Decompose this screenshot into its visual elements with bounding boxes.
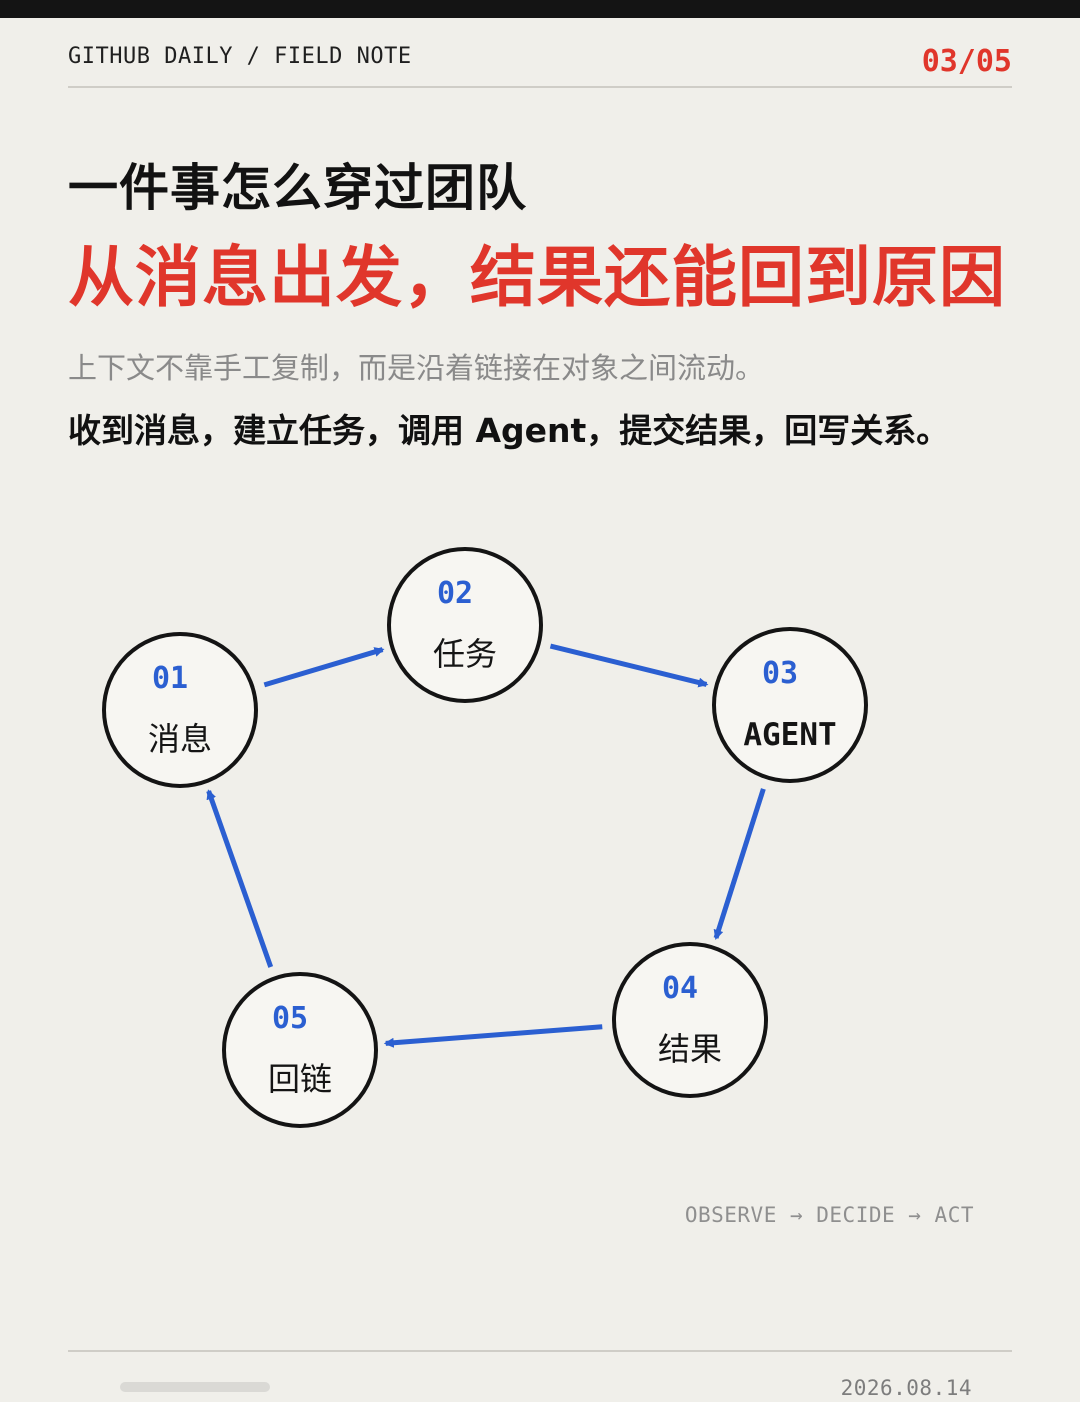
node-02: 02 任务: [387, 547, 543, 703]
top-bar: [0, 0, 1080, 18]
node-circle: [102, 632, 258, 788]
headline: 从消息出发，结果还能回到原因: [68, 239, 1006, 316]
node-circle: [712, 627, 868, 783]
subtitle: 上下文不靠手工复制，而是沿着链接在对象之间流动。: [68, 351, 765, 385]
arrow-04-to-05: [383, 1024, 603, 1048]
node-number: 02: [437, 576, 473, 611]
arrow-03-to-04: [713, 788, 766, 940]
node-number: 04: [662, 971, 698, 1006]
edges-layer: [206, 643, 766, 1048]
node-04: 04 结果: [612, 942, 768, 1098]
node-number: 03: [762, 656, 798, 691]
node-circle: [387, 547, 543, 703]
node-label: AGENT: [743, 717, 836, 753]
steps-summary: 收到消息，建立任务，调用 Agent，提交结果，回写关系。: [68, 411, 950, 450]
node-label: 结果: [658, 1030, 722, 1068]
node-01: 01 消息: [102, 632, 258, 788]
header-kicker: GITHUB DAILY / FIELD NOTE: [68, 44, 412, 69]
node-label: 回链: [268, 1060, 332, 1098]
page-indicator: 03/05: [921, 44, 1012, 79]
arrow-05-to-01: [206, 789, 274, 968]
node-number: 01: [152, 661, 188, 696]
flow-caption: OBSERVE → DECIDE → ACT: [684, 1203, 974, 1227]
node-circle: [222, 972, 378, 1128]
node-label: 任务: [433, 635, 497, 673]
arrow-02-to-03: [549, 643, 709, 688]
footer-date: 2026.08.14: [840, 1376, 972, 1400]
node-circle: [612, 942, 768, 1098]
node-label: 消息: [148, 720, 212, 758]
watermark-mark: [120, 1382, 270, 1392]
arrow-01-to-02: [263, 647, 385, 688]
footer-divider: [68, 1350, 1012, 1352]
node-05: 05 回链: [222, 972, 378, 1128]
page-title: 一件事怎么穿过团队: [68, 159, 527, 217]
header-divider: [68, 86, 1012, 88]
node-number: 05: [272, 1001, 308, 1036]
